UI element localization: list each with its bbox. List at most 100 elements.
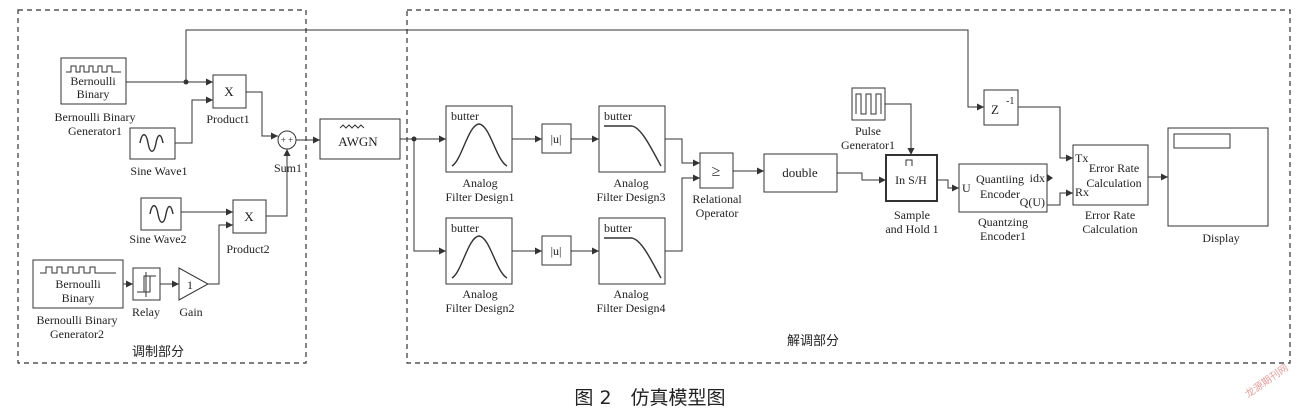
filter-3-label-line1: Analog	[613, 176, 648, 190]
quantizer-inner-line2: Encoder	[980, 187, 1020, 201]
analog-filter-design-1-block[interactable]: butter	[445, 105, 513, 173]
pulse-generator-1-block[interactable]	[851, 87, 886, 121]
product-2-block[interactable]: X	[232, 199, 267, 234]
sine-wave-icon	[139, 134, 164, 152]
sample-and-hold-label-line2: and Hold 1	[885, 222, 938, 236]
filter-3-inner-label: butter	[604, 109, 632, 123]
quantizer-inner-line1: Quantiing	[976, 172, 1024, 186]
relational-operator-block[interactable]: ≥	[699, 152, 734, 189]
abs-2-inner-label: |u|	[551, 244, 562, 258]
lowpass-response-icon	[604, 125, 662, 167]
error-rate-port-rx: Rx	[1075, 185, 1089, 199]
filter-1-label-line1: Analog	[462, 176, 497, 190]
error-rate-label-line2: Calculation	[1082, 222, 1137, 236]
filter-2-label-line2: Filter Design2	[446, 301, 515, 315]
error-rate-label-line1: Error Rate	[1085, 208, 1135, 222]
bernoulli-2-inner-line1: Bernoulli	[55, 277, 101, 291]
sum-1-label: Sum1	[274, 161, 302, 175]
abs-1-block[interactable]: |u|	[541, 123, 572, 154]
error-rate-inner-line2: Calculation	[1086, 176, 1141, 190]
sample-and-hold-inner-label: In S/H	[895, 173, 927, 187]
pulse-train-icon	[66, 65, 121, 73]
filter-1-label-line2: Filter Design1	[446, 190, 515, 204]
product-1-symbol: X	[224, 84, 234, 99]
bernoulli-1-inner-line2: Binary	[77, 87, 110, 101]
pulse-wave-icon	[855, 93, 882, 115]
product-1-block[interactable]: X	[212, 74, 247, 109]
filter-1-inner-label: butter	[451, 109, 479, 123]
unit-delay-block[interactable]: Z -1	[983, 89, 1019, 126]
gain-block[interactable]: 1	[178, 267, 210, 301]
bandpass-response-icon	[451, 235, 508, 279]
filter-4-label-line1: Analog	[613, 287, 648, 301]
double-inner-label: double	[782, 165, 818, 180]
bandpass-response-icon	[451, 123, 508, 167]
display-readout	[1173, 133, 1231, 149]
sample-and-hold-block[interactable]: In S/H	[885, 154, 938, 202]
bernoulli-1-inner-line1: Bernoulli	[70, 74, 116, 88]
display-label: Display	[1202, 231, 1239, 245]
double-conversion-block[interactable]: double	[763, 153, 838, 193]
abs-2-block[interactable]: |u|	[541, 235, 572, 266]
sum-1-signs: + +	[281, 135, 293, 145]
awgn-inner-label: AWGN	[338, 134, 378, 149]
relay-label: Relay	[132, 305, 160, 319]
relay-block[interactable]	[132, 267, 161, 301]
bernoulli-generator-1-block[interactable]: Bernoulli Binary	[60, 57, 127, 105]
figure-caption: 图 2 仿真模型图	[574, 387, 725, 409]
sine-wave-2-label: Sine Wave2	[129, 232, 186, 246]
lowpass-response-icon	[604, 237, 662, 279]
filter-4-inner-label: butter	[604, 221, 632, 235]
product-1-label: Product1	[206, 112, 249, 126]
filter-2-label-line1: Analog	[462, 287, 497, 301]
demodulation-region-frame	[406, 9, 1291, 364]
unit-delay-symbol: Z	[991, 102, 999, 117]
filter-4-label-line2: Filter Design4	[597, 301, 666, 315]
bernoulli-2-inner-line2: Binary	[62, 291, 95, 305]
quantizer-label-line1: Quantzing	[978, 215, 1028, 229]
analog-filter-design-3-block[interactable]: butter	[598, 105, 666, 173]
bernoulli-1-label-line2: Generator1	[68, 124, 122, 138]
quantizer-label-line2: Encoder1	[980, 229, 1026, 243]
hysteresis-icon	[137, 275, 156, 293]
awgn-channel-block[interactable]: AWGN	[319, 118, 401, 160]
demodulation-region-label: 解调部分	[787, 333, 839, 348]
relational-operator-label-line1: Relational	[692, 192, 742, 206]
sample-and-hold-label-line1: Sample	[894, 208, 930, 222]
analog-filter-design-2-block[interactable]: butter	[445, 217, 513, 285]
bernoulli-1-label-line1: Bernoulli Binary	[55, 110, 136, 124]
bernoulli-2-label-line2: Generator2	[50, 327, 104, 341]
unit-delay-exponent: -1	[1006, 96, 1014, 107]
modulation-region-frame	[17, 9, 307, 364]
gain-label: Gain	[179, 305, 202, 319]
quantizer-port-idx: idx	[1030, 171, 1045, 185]
quantizer-port-q: Q(U)	[1020, 195, 1045, 209]
pulse-train-icon	[40, 266, 116, 274]
product-2-symbol: X	[244, 209, 254, 224]
sum-1-block[interactable]: + +	[277, 130, 297, 150]
modulation-region-label: 调制部分	[132, 344, 184, 359]
analog-filter-design-4-block[interactable]: butter	[598, 217, 666, 285]
relational-operator-label-line2: Operator	[696, 206, 739, 220]
sine-wave-2-block[interactable]	[140, 197, 182, 231]
relational-operator-symbol: ≥	[712, 163, 721, 180]
noise-icon	[339, 124, 365, 129]
error-rate-inner-line1: Error Rate	[1089, 161, 1139, 175]
trigger-edge-icon	[905, 159, 913, 166]
bernoulli-generator-2-block[interactable]: Bernoulli Binary	[32, 259, 124, 309]
error-rate-calculation-block[interactable]: Tx Rx Error Rate Calculation	[1072, 144, 1149, 206]
pulse-generator-label-line2: Generator1	[841, 138, 895, 152]
error-rate-port-tx: Tx	[1075, 151, 1088, 165]
product-2-label: Product2	[226, 242, 269, 256]
display-block[interactable]	[1167, 127, 1269, 227]
sine-wave-1-block[interactable]	[129, 127, 176, 160]
quantizing-encoder-block[interactable]: U Quantiing Encoder idx Q(U)	[958, 163, 1048, 213]
filter-3-label-line2: Filter Design3	[597, 190, 666, 204]
bernoulli-2-label-line1: Bernoulli Binary	[37, 313, 118, 327]
watermark: 龙源期刊网	[1242, 361, 1290, 400]
filter-2-inner-label: butter	[451, 221, 479, 235]
pulse-generator-label-line1: Pulse	[855, 124, 881, 138]
gain-value: 1	[187, 278, 193, 292]
sine-wave-icon	[149, 205, 174, 223]
signal-wires	[123, 29, 1168, 288]
